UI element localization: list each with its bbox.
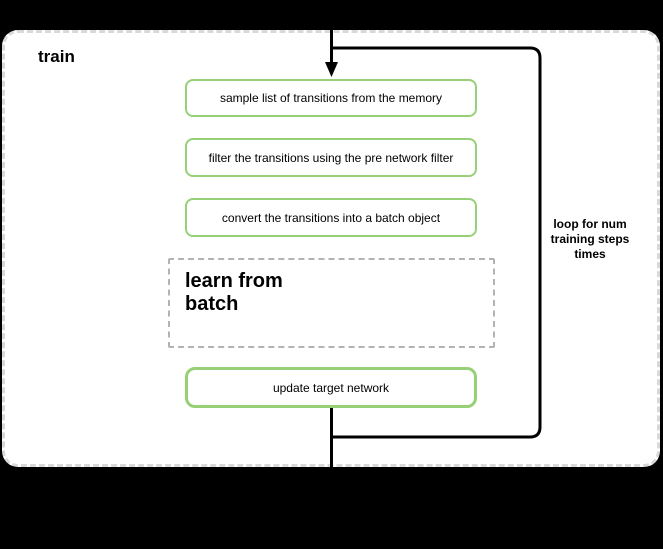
step-convert-transitions: convert the transitions into a batch obj… bbox=[185, 198, 477, 237]
step-label: convert the transitions into a batch obj… bbox=[221, 210, 441, 225]
step-sample-transitions: sample list of transitions from the memo… bbox=[185, 79, 477, 117]
learn-from-batch-label: learn from batch bbox=[185, 270, 283, 315]
step-filter-transitions: filter the transitions using the pre net… bbox=[185, 138, 477, 177]
learn-from-batch-group: learn from batch bbox=[168, 258, 495, 348]
loop-annotation: loop for num training steps times bbox=[550, 217, 630, 261]
step-update-target-network: update target network bbox=[185, 367, 477, 408]
step-label: sample list of transitions from the memo… bbox=[219, 91, 443, 105]
step-label: update target network bbox=[272, 380, 390, 395]
step-label: filter the transitions using the pre net… bbox=[208, 150, 454, 165]
train-container-title: train bbox=[38, 47, 75, 66]
